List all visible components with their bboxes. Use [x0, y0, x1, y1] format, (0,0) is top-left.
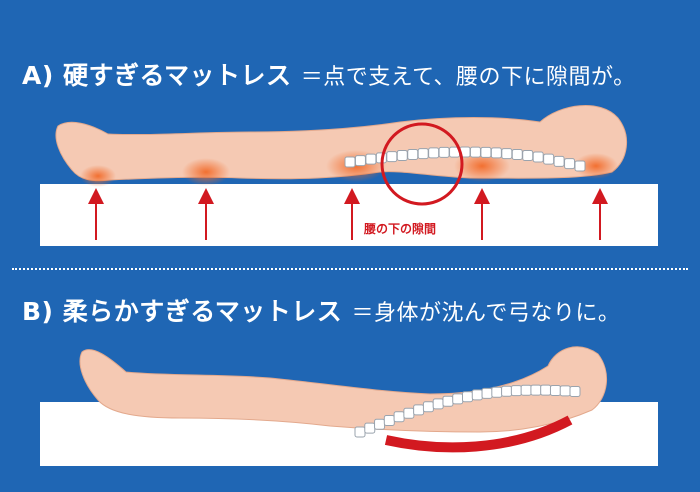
vertebra: [396, 149, 408, 161]
vertebra: [549, 384, 561, 396]
vertebra: [540, 384, 552, 396]
vertebra: [452, 393, 464, 405]
vertebra: [480, 146, 492, 158]
vertebra: [422, 401, 434, 413]
vertebra: [574, 160, 586, 172]
vertebra: [469, 146, 481, 158]
spine-b: [354, 384, 581, 438]
vertebra: [374, 418, 386, 430]
section-b-title: 柔らかすぎるマットレス: [62, 297, 343, 326]
vertebra: [559, 385, 571, 397]
vertebra: [491, 386, 503, 398]
sag-curve: [384, 415, 573, 453]
support-arrows: [88, 188, 608, 240]
body-sinking: [79, 346, 608, 433]
section-b-letter: B): [22, 297, 54, 326]
vertebra: [490, 147, 502, 159]
vertebra: [520, 384, 532, 396]
vertebra: [564, 158, 576, 170]
section-a-letter: A): [22, 61, 54, 90]
section-b-description: ＝身体が沈んで弓なりに。: [351, 301, 621, 326]
section-a-title: 硬すぎるマットレス: [63, 61, 292, 90]
gap-highlight-circle: [380, 122, 464, 206]
vertebra: [471, 389, 483, 401]
vertebra: [407, 148, 419, 160]
vertebra: [501, 385, 513, 397]
section-divider: [12, 268, 688, 270]
vertebra: [501, 148, 513, 160]
heading-hard-mattress: A) 硬すぎるマットレス ＝点で支えて、腰の下に隙間が。: [22, 56, 636, 92]
vertebra: [413, 404, 425, 416]
vertebra: [354, 155, 366, 167]
vertebra: [569, 385, 581, 397]
vertebra: [522, 149, 534, 161]
heading-soft-mattress: B) 柔らかすぎるマットレス ＝身体が沈んで弓なりに。: [22, 292, 620, 328]
vertebra: [543, 153, 555, 165]
vertebra: [511, 148, 523, 160]
vertebra: [553, 155, 565, 167]
vertebra: [383, 414, 395, 426]
vertebra: [386, 151, 398, 163]
vertebra: [462, 391, 473, 403]
hard-mattress: [40, 184, 658, 246]
vertebra: [365, 153, 377, 165]
vertebra: [364, 422, 376, 434]
vertebra: [432, 398, 444, 410]
vertebra: [438, 146, 450, 158]
vertebra: [344, 156, 356, 168]
vertebra: [403, 407, 415, 419]
vertebra: [393, 411, 405, 423]
vertebra: [532, 151, 544, 163]
vertebra: [354, 426, 366, 438]
vertebra: [530, 384, 542, 396]
gap-label: 腰の下の隙間: [364, 222, 437, 236]
vertebra: [417, 148, 429, 160]
vertebra: [510, 385, 522, 397]
section-a-description: ＝点で支えて、腰の下に隙間が。: [300, 65, 636, 90]
vertebra: [442, 395, 454, 407]
vertebra: [481, 387, 493, 399]
vertebra: [428, 147, 440, 159]
